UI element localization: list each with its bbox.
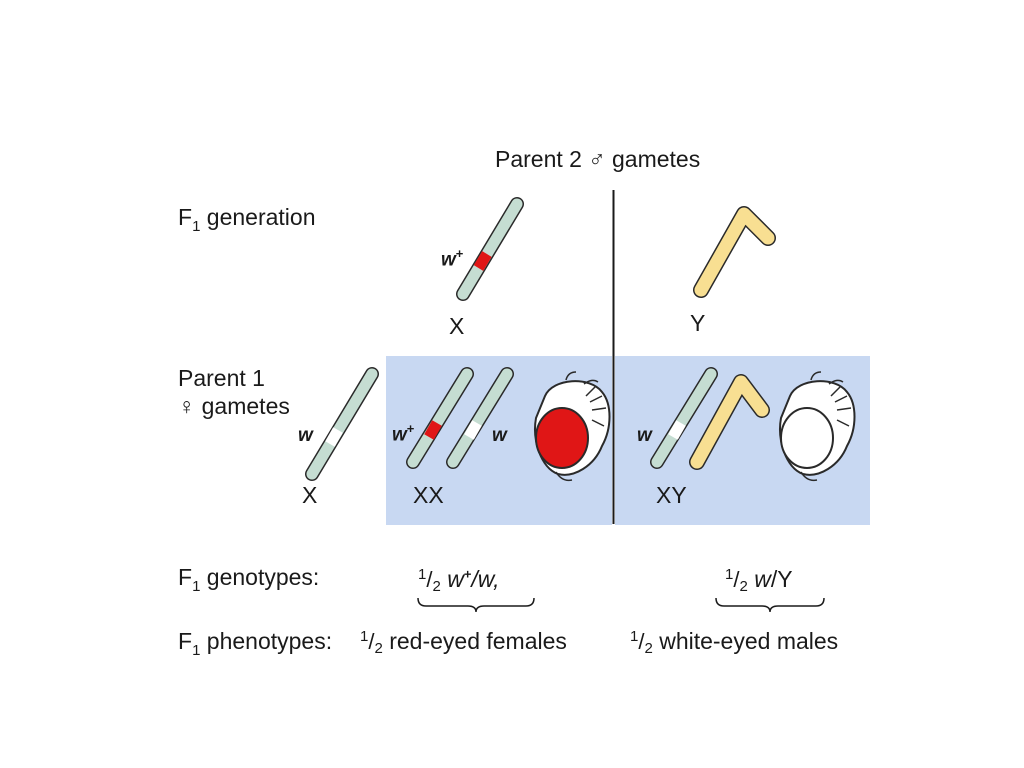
left-w-label: w [298, 425, 313, 446]
left-x-label: X [302, 482, 318, 508]
top-x-label: X [449, 313, 465, 339]
top-y-chromosome [693, 206, 776, 298]
male-symbol: ♂ [588, 146, 606, 172]
xx-label: XX [413, 482, 444, 508]
xy-chromosome-w [650, 367, 718, 469]
male-phenotype: 1/2 white-eyed males [630, 628, 839, 657]
left-x-chromosome [305, 367, 379, 481]
f1-genotypes-label: F1 genotypes: [178, 564, 320, 595]
white-eyed-fly-head [779, 371, 856, 482]
brace-female [417, 597, 535, 613]
xy-y-chromosome [689, 374, 770, 470]
brace-male [715, 597, 825, 613]
xx-chromosome-w-plus [406, 367, 474, 469]
top-w-plus-label: w+ [441, 246, 464, 271]
parent2-gametes-label: Parent 2 ♂ gametes [495, 146, 701, 172]
f1-phenotypes-label: F1 phenotypes: [178, 628, 333, 659]
xy-label: XY [656, 482, 687, 508]
xx-chromosome-w [446, 367, 514, 469]
xx-w-plus-label: w+ [392, 421, 415, 446]
parent1-gametes-label: Parent 1 ♀ gametes [178, 365, 290, 419]
xx-w-label: w [492, 425, 507, 446]
female-symbol: ♀ [178, 393, 196, 419]
female-phenotype: 1/2 red-eyed females [360, 628, 567, 657]
xy-w-label: w [637, 425, 652, 446]
top-x-chromosome [456, 197, 524, 301]
male-genotype: 1/2 w/Y [725, 566, 793, 595]
top-y-label: Y [690, 310, 706, 336]
female-genotype: 1/2 w+/w, [418, 566, 500, 595]
f1-generation-label: F1 generation [178, 204, 316, 235]
red-eyed-fly-head [534, 371, 611, 482]
